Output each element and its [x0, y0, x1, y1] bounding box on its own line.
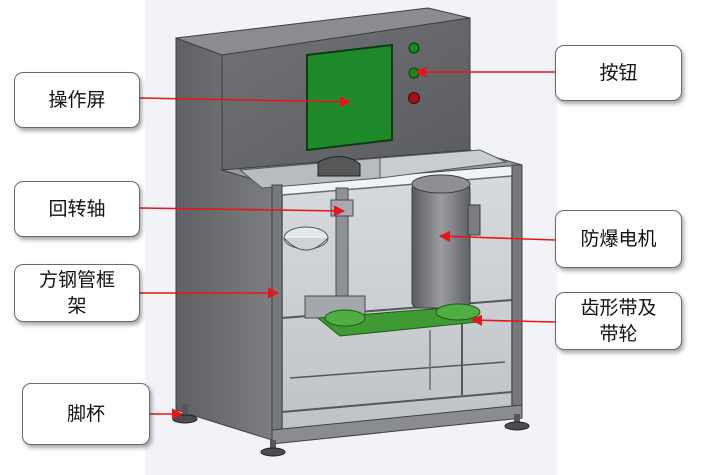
label-buttons: 按钮 [555, 45, 682, 101]
shaft-collar [330, 199, 354, 217]
label-shaft: 回转轴 [14, 181, 140, 237]
shaft-clamp [317, 156, 361, 177]
foot-front-left [260, 440, 286, 457]
frame-rail-bottom [281, 391, 513, 413]
label-motor: 防爆电机 [555, 210, 682, 268]
motor-terminal-box [467, 204, 481, 236]
pulley-left [324, 309, 366, 327]
frame-post-right [511, 164, 523, 416]
button-red [408, 92, 420, 104]
label-frame: 方钢管框 架 [14, 264, 140, 322]
foot-front-right [504, 414, 530, 431]
motor-top [411, 174, 471, 194]
operation-screen [306, 43, 393, 152]
arrow-shaft [139, 205, 346, 217]
label-feet: 脚杯 [22, 383, 150, 445]
motor-body [411, 182, 471, 309]
side-bowl-body [283, 237, 329, 251]
pulley-right [435, 303, 481, 321]
base-bar [271, 404, 523, 445]
arrow-screen [139, 96, 352, 108]
button-green-top [408, 42, 420, 54]
label-screen: 操作屏 [14, 72, 140, 128]
arrow-motor [438, 230, 556, 242]
arrow-belt [470, 314, 556, 326]
button-green-middle [408, 67, 420, 79]
frame-post-left [271, 184, 283, 441]
label-belt: 齿形带及 带轮 [555, 292, 682, 350]
top-tray-right [379, 149, 508, 179]
frame-rail-lower [289, 361, 506, 379]
